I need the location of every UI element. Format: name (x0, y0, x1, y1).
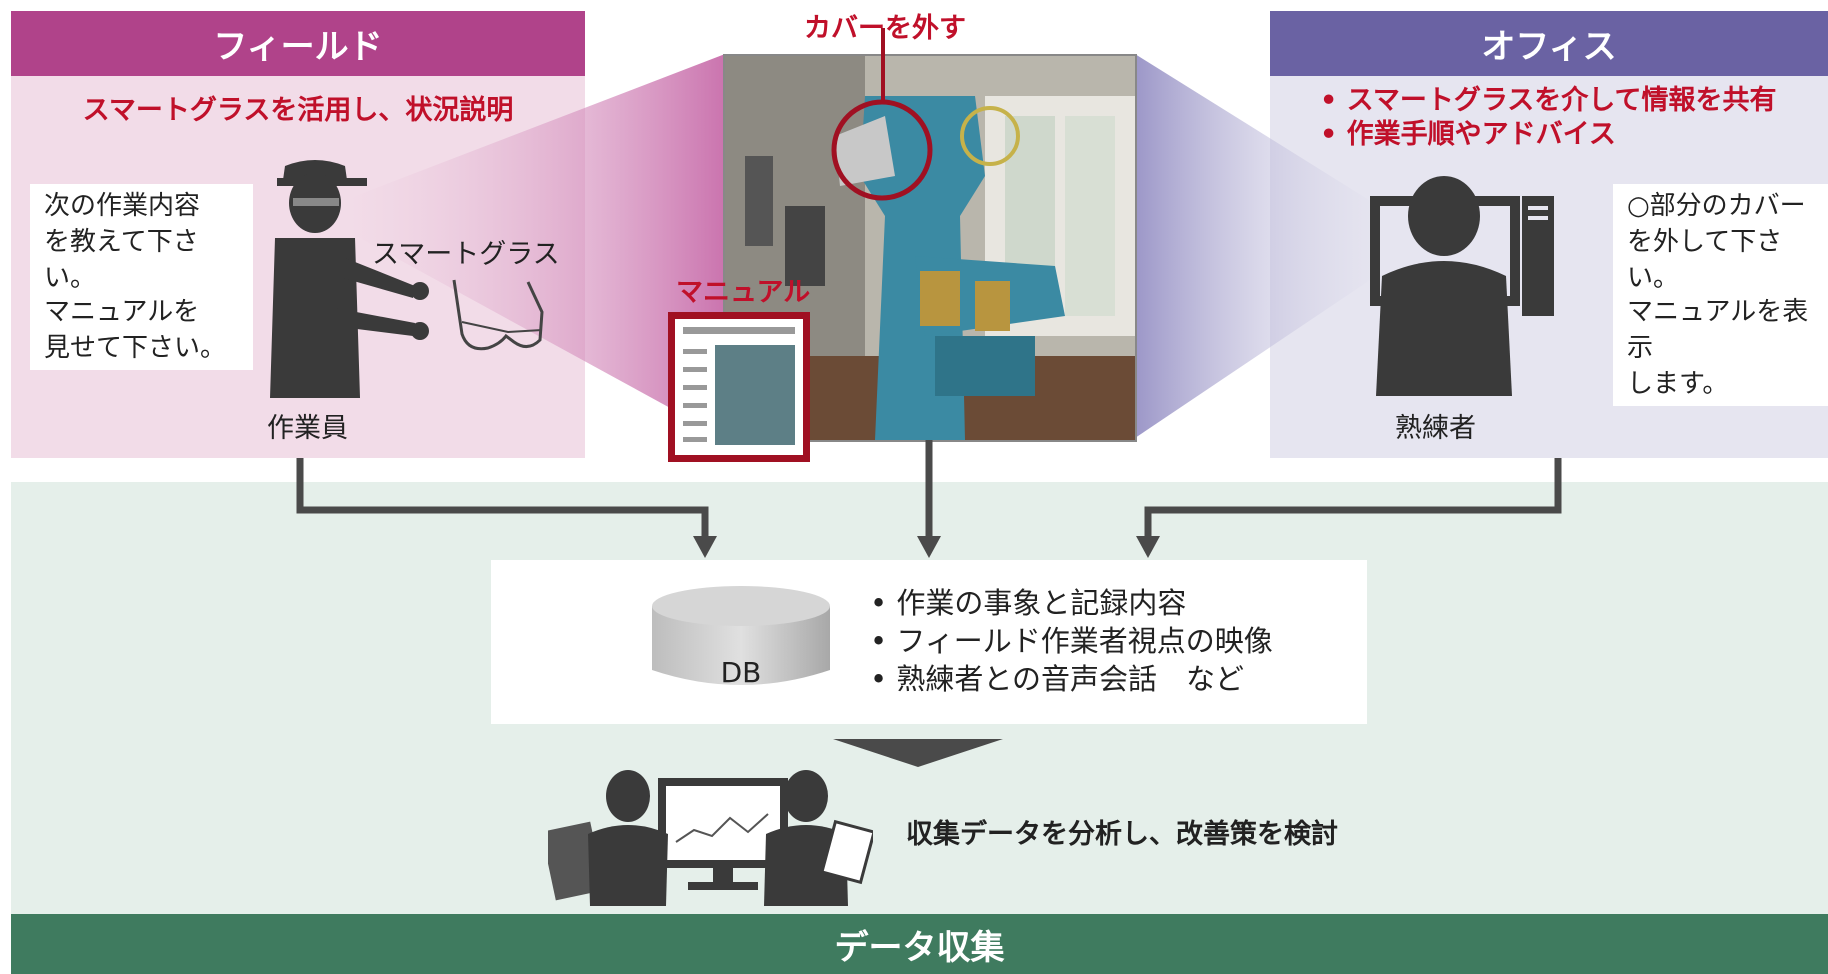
field-flow-arrow (296, 458, 709, 540)
bubble-line: マニュアルを (44, 297, 200, 327)
analysis-arrow (833, 739, 1003, 767)
manual-image (715, 345, 795, 445)
bubble-line: マニュアルを表示 (1627, 297, 1809, 363)
manual-line (683, 349, 707, 354)
worker-bubble-2: マニュアルを 見せて下さい。 (30, 290, 253, 370)
office-bullets: • スマートグラスを介して情報を共有 • 作業手順やアドバイス (1320, 84, 1777, 152)
expert-bubble-1: ○部分のカバー を外して下さい。 (1613, 184, 1828, 300)
office-bullet: • 作業手順やアドバイス (1320, 119, 1616, 150)
field-header: フィールド (11, 11, 585, 76)
database-icon (652, 586, 830, 685)
db-label: DB (720, 656, 762, 689)
bubble-line: 次の作業内容 (44, 191, 201, 221)
field-beam (345, 54, 725, 438)
analysis-text: 収集データを分析し、改善策を検討 (906, 819, 1338, 850)
bubble-line: を外して下さい。 (1627, 227, 1783, 293)
worker-label: 作業員 (267, 413, 348, 444)
cover-callout: カバーを外す (804, 13, 966, 44)
callout-line (881, 28, 885, 100)
expert-bubble-2: マニュアルを表示 します。 (1613, 290, 1828, 406)
bubble-line: ○部分のカバー (1627, 191, 1806, 221)
db-item: 作業の事象と記録内容 (870, 584, 1273, 622)
office-header: オフィス (1270, 11, 1828, 76)
manual-line (683, 367, 707, 372)
manual-page (675, 319, 803, 455)
data-collection-footer: データ収集 (11, 914, 1828, 974)
manual-label: マニュアル (676, 277, 811, 308)
manual-panel (668, 312, 810, 462)
arrow-head (693, 536, 717, 558)
analysis-team-icon (548, 770, 873, 906)
expert-label: 熟練者 (1395, 413, 1476, 444)
db-item: 熟練者との音声会話 など (870, 660, 1273, 698)
manual-heading-bar (683, 327, 795, 334)
manual-line (683, 403, 707, 408)
db-contents-list: 作業の事象と記録内容 フィールド作業者視点の映像 熟練者との音声会話 など (870, 584, 1273, 698)
office-bullet: • スマートグラスを介して情報を共有 (1320, 85, 1777, 116)
manual-line (683, 437, 707, 442)
office-beam (1135, 54, 1385, 438)
manual-line (683, 421, 707, 426)
bubble-line: 見せて下さい。 (44, 333, 227, 363)
db-item: フィールド作業者視点の映像 (870, 622, 1272, 660)
manual-line (683, 385, 707, 390)
worker-icon (270, 160, 429, 398)
arrow-head (1136, 536, 1160, 558)
bubble-line: します。 (1627, 369, 1729, 399)
glasses-label: スマートグラス (372, 239, 560, 270)
field-subtitle: スマートグラスを活用し、状況説明 (82, 95, 514, 126)
highlight-circle (831, 99, 933, 201)
expert-icon (1370, 176, 1554, 396)
office-flow-arrow (1144, 458, 1562, 540)
arrow-head (917, 536, 941, 558)
worker-bubble-1: 次の作業内容 を教えて下さい。 (30, 184, 253, 300)
smart-glasses-icon (452, 279, 544, 351)
bubble-line: を教えて下さい。 (44, 227, 199, 293)
